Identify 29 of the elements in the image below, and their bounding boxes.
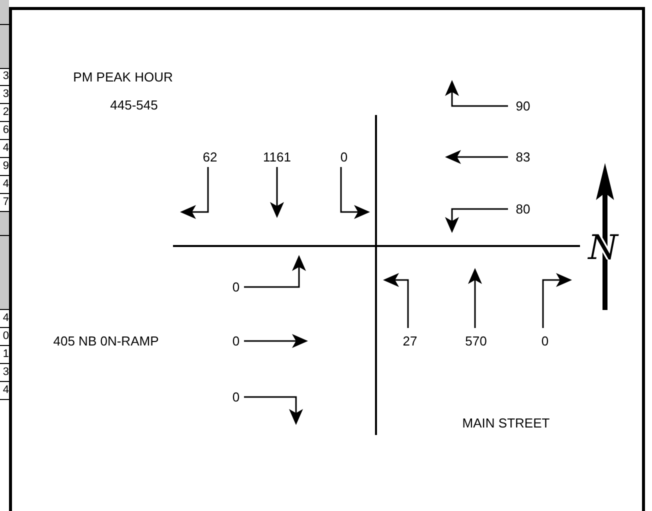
volume-count: 0 <box>340 150 348 164</box>
table-cell-fragment: 4 <box>2 177 9 192</box>
table-cell-fragment: 7 <box>2 195 9 210</box>
table-cell-fragment: 9 <box>2 159 9 174</box>
volume-count: 62 <box>202 150 218 164</box>
volume-count: 90 <box>516 98 530 114</box>
table-cell-fragment: 4 <box>2 383 9 398</box>
volume-count: 80 <box>516 202 530 216</box>
volume-count: 83 <box>516 150 530 164</box>
table-cell-fragment: 3 <box>2 87 9 102</box>
table-cell-fragment: 3 <box>2 365 9 380</box>
volume-count: 0 <box>232 334 240 348</box>
table-cell-fragment: 4 <box>2 311 9 326</box>
volume-count: 0 <box>232 280 240 294</box>
time-range: 445-545 <box>110 98 158 112</box>
volume-count: 27 <box>402 334 418 348</box>
table-cell-fragment: 4 <box>2 141 9 156</box>
volume-count: 0 <box>541 334 549 348</box>
title-text: PM PEAK HOUR <box>73 70 173 84</box>
volume-count: 0 <box>232 390 240 404</box>
volume-count: 1161 <box>263 150 291 164</box>
street-name: 405 NB 0N-RAMP <box>53 334 159 348</box>
table-cell-fragment: 6 <box>2 123 9 138</box>
table-cell-fragment: 3 <box>2 69 9 84</box>
street-name: MAIN STREET <box>462 416 550 430</box>
table-cell-fragment: 1 <box>2 347 9 362</box>
volume-count: 570 <box>465 334 487 348</box>
table-cell-fragment: 2 <box>2 105 9 120</box>
table-cell-fragment: 0 <box>2 329 9 344</box>
